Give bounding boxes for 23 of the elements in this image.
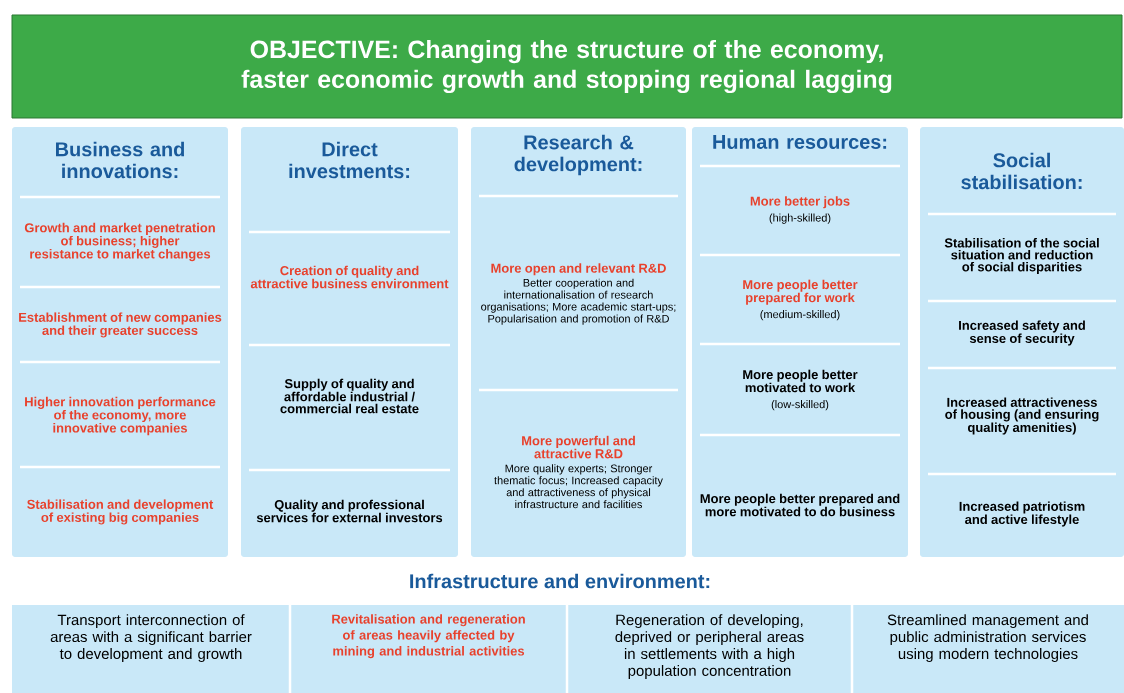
goal-text: Increased safety and sense of security xyxy=(959,320,1085,346)
node-label: Infrastructure and environment: xyxy=(410,573,710,589)
goal-text: Stabilisation of the social situation and reduction of social disparities xyxy=(944,238,1099,274)
area-text: Streamlined management and public administration services using modern technologies xyxy=(887,614,1088,662)
goal-text: More people better prepared for work (medium-skilled) xyxy=(743,279,858,321)
goal-text: More better jobs (high-skilled) xyxy=(750,196,850,224)
goal-text: Creation of quality and attractive business environment xyxy=(250,265,449,289)
area-text: Transport interconnection of areas with a significant barrier to development and growth xyxy=(50,614,252,662)
goal-text: More people better motivated to work (low-skilled) xyxy=(743,369,858,411)
goal-text: Increased attractiveness of housing (and ensuring quality amenities) xyxy=(945,397,1099,435)
area-text: Regeneration of developing, deprived or peripheral areas in settlements with a high population concentration xyxy=(615,614,804,679)
goal-text: More powerful and attractive R&D More quality experts; Stronger thematic focus; Increased capacity and attractiveness of physical infrastructure and facilities xyxy=(494,435,663,509)
goal-text: More open and relevant R&D Better cooperation and internationalisation of research organisations; More academic start-ups; Popularisation and promotion of R&D xyxy=(481,263,676,325)
title-banner: OBJECTIVE: Changing the structure of the economy, faster economic growth and stopping regional lagging xyxy=(11,14,1123,119)
goal-text: Quality and professional services for external investors xyxy=(256,499,443,523)
goal-text: Establishment of new companies and their greater success xyxy=(19,312,222,338)
goal-text: Supply of quality and affordable industrial / commercial real estate xyxy=(280,378,419,414)
goal-text: More people better prepared and more motivated to do business xyxy=(700,493,900,517)
goal-text: Growth and market penetration of business; higher resistance to market changes xyxy=(24,222,215,262)
area-text: Revitalisation and regeneration of areas heavily affected by mining and industrial activities xyxy=(332,614,525,659)
goal-text: Increased patriotism and active lifestyle xyxy=(959,501,1085,527)
goal-text: Stabilisation and development of existing big companies xyxy=(27,499,214,525)
goal-text: Higher innovation performance of the economy, more innovative companies xyxy=(25,396,216,436)
